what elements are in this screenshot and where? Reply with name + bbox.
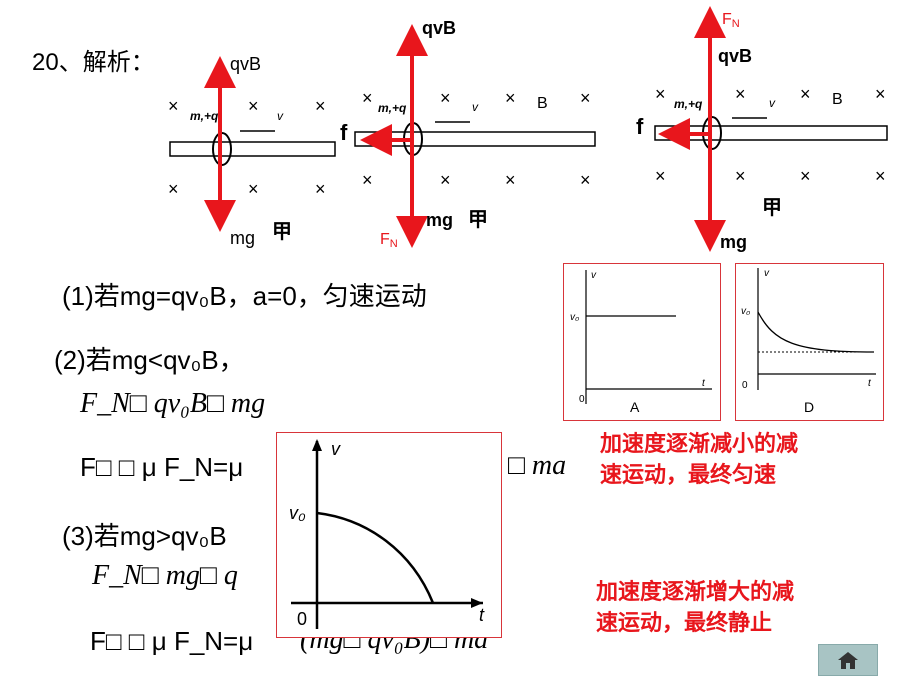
FN-label-2: FN: [380, 231, 398, 250]
mg-label-1: mg: [230, 228, 255, 248]
svg-text:×: ×: [362, 170, 373, 190]
svg-text:v₀: v₀: [741, 306, 750, 317]
graph-D: v₀ v t 0 D: [735, 263, 884, 421]
cross-5: ×: [248, 179, 259, 199]
svg-text:mg: mg: [720, 232, 747, 252]
svg-text:×: ×: [735, 166, 746, 186]
rod-2: [354, 131, 596, 147]
svg-text:×: ×: [580, 88, 591, 108]
mq-label-1: m,+q: [190, 109, 219, 123]
note-1-line-2: 速运动，最终匀速: [600, 462, 777, 487]
curve-D: [757, 311, 875, 353]
note-2-line-1: 加速度逐渐增大的减: [596, 579, 795, 604]
cross-2: ×: [248, 96, 259, 116]
force-diagrams: × × × × × × m,+q v qvB mg 甲 × × × × × × …: [168, 6, 888, 252]
svg-text:t: t: [868, 378, 872, 389]
svg-text:×: ×: [655, 84, 666, 104]
svg-text:B: B: [832, 91, 843, 108]
cross-3: ×: [315, 96, 326, 116]
case-3-eq-2-left: F□ □ μ F_N=μ: [90, 626, 254, 656]
case-2-eq-2-right: □ ma: [508, 450, 567, 481]
graph-D-label: D: [804, 399, 814, 415]
jia-label-1: 甲: [272, 221, 292, 243]
graph-A-label: A: [630, 399, 640, 415]
svg-text:v: v: [764, 268, 770, 279]
svg-text:v₀: v₀: [289, 503, 306, 523]
v-label-1: v: [277, 109, 284, 123]
case-2-eq-2-left: F□ □ μ F_N=μ: [80, 452, 244, 482]
diagram-2: × × × × × × × × m,+q v B qvB mg 甲 f FN: [340, 18, 596, 250]
svg-text:甲: 甲: [762, 197, 782, 219]
case-2-eq-1: F_N□ qv₀B□ mg: [80, 388, 266, 419]
svg-text:×: ×: [440, 170, 451, 190]
svg-text:×: ×: [362, 88, 373, 108]
svg-text:0: 0: [297, 609, 307, 629]
svg-text:0: 0: [579, 394, 585, 405]
case-3: (3)若mg>qv₀B: [62, 521, 227, 551]
svg-text:×: ×: [440, 88, 451, 108]
svg-text:v: v: [331, 439, 341, 459]
svg-text:qvB: qvB: [718, 46, 752, 66]
case-2: (2)若mg<qv₀B，: [54, 345, 245, 375]
svg-text:FN: FN: [722, 11, 740, 30]
svg-text:甲: 甲: [468, 209, 488, 231]
home-icon: [838, 652, 858, 669]
home-button[interactable]: [818, 644, 878, 676]
rod-3: [654, 125, 888, 141]
f-label-2: f: [340, 120, 348, 145]
svg-text:v: v: [769, 96, 776, 110]
cross-6: ×: [315, 179, 326, 199]
svg-text:B: B: [537, 95, 548, 112]
qvB-label-1: qvB: [230, 54, 261, 74]
note-2: 加速度逐渐增大的减 速运动，最终静止: [596, 576, 794, 638]
svg-text:×: ×: [800, 166, 811, 186]
curve-overlay: [316, 511, 435, 604]
svg-text:t: t: [702, 378, 706, 389]
rod-1: [169, 141, 336, 157]
diagram-3: × × × × × × × × m,+q v B FN qvB 甲 mg f: [636, 6, 888, 252]
svg-text:f: f: [636, 114, 644, 139]
svg-text:t: t: [479, 605, 485, 625]
svg-text:×: ×: [735, 84, 746, 104]
slide-title: 20、解析：: [32, 49, 155, 76]
svg-text:×: ×: [505, 88, 516, 108]
svg-text:v: v: [591, 270, 597, 281]
svg-text:×: ×: [655, 166, 666, 186]
svg-text:×: ×: [505, 170, 516, 190]
svg-text:v: v: [472, 100, 479, 114]
svg-text:m,+q: m,+q: [674, 97, 703, 111]
svg-text:×: ×: [875, 84, 886, 104]
note-1-line-1: 加速度逐渐减小的减: [600, 431, 799, 456]
cross-1: ×: [168, 96, 179, 116]
svg-text:×: ×: [800, 84, 811, 104]
diagram-1: × × × × × × m,+q v qvB mg 甲: [168, 54, 336, 248]
note-1: 加速度逐渐减小的减 速运动，最终匀速: [600, 428, 798, 490]
case-3-eq-1: F_N□ mg□ q: [92, 560, 238, 591]
svg-text:mg: mg: [426, 210, 453, 230]
svg-text:v₀: v₀: [570, 312, 579, 323]
svg-text:×: ×: [580, 170, 591, 190]
graph-A: v₀ v t 0 A: [563, 263, 721, 421]
svg-text:m,+q: m,+q: [378, 101, 407, 115]
graph-overlay: v₀ v t 0: [276, 432, 502, 638]
svg-text:0: 0: [742, 380, 748, 391]
note-2-line-2: 速运动，最终静止: [596, 610, 773, 635]
svg-text:×: ×: [875, 166, 886, 186]
cross-4: ×: [168, 179, 179, 199]
svg-text:qvB: qvB: [422, 18, 456, 38]
case-1: (1)若mg=qv₀B，a=0，匀速运动: [62, 281, 427, 311]
